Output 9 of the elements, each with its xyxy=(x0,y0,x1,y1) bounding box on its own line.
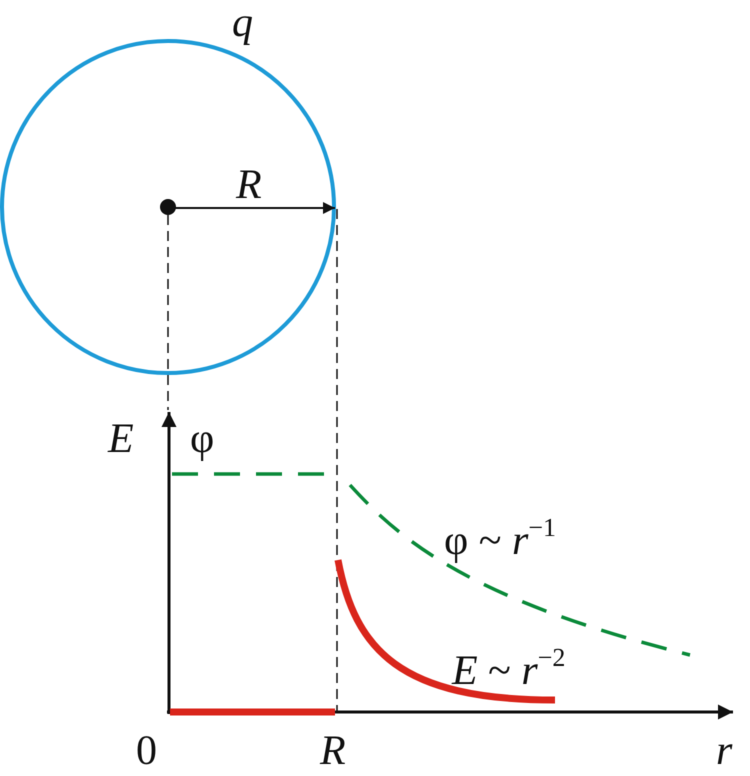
axis-label: E xyxy=(108,418,134,460)
tick-label: 0 xyxy=(136,730,157,772)
axis-label: φ xyxy=(190,418,214,460)
radius-label: R xyxy=(236,164,262,206)
axis-label: r xyxy=(716,730,732,772)
tick-label: R xyxy=(320,730,346,772)
curve-label: E ~ r$^{−2}$ xyxy=(452,650,566,692)
charge-label: q xyxy=(232,2,253,44)
curve-label: φ ~ r$^{−1}$ xyxy=(444,520,556,562)
